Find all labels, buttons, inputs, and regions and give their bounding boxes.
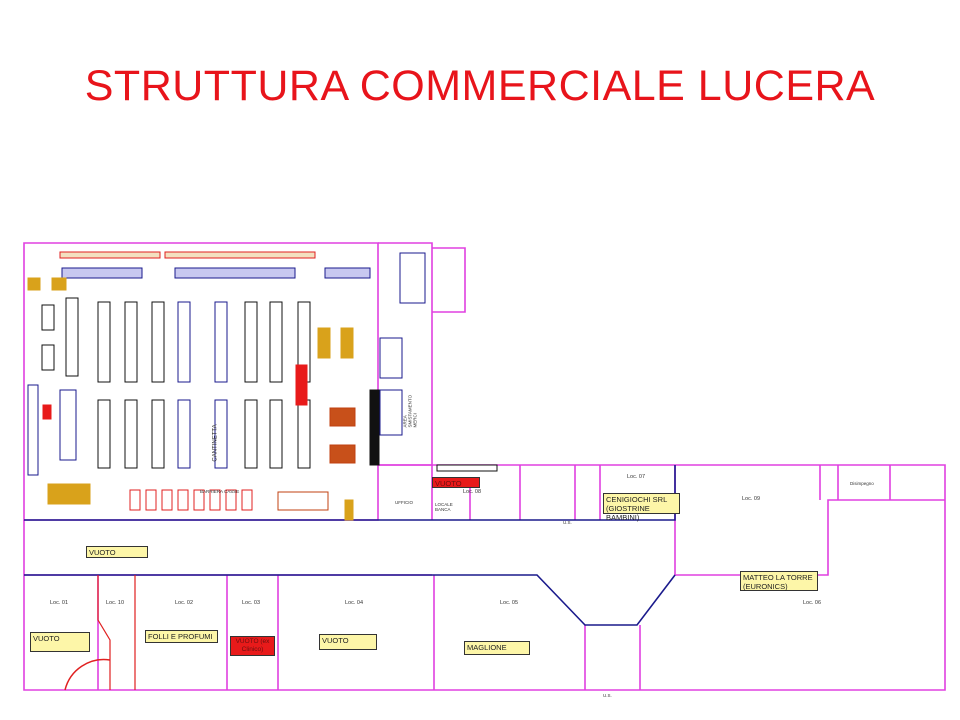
shelf <box>269 301 283 383</box>
unit-label: Loc. 05 <box>500 600 519 606</box>
shelf <box>164 251 316 259</box>
shelf <box>324 267 371 279</box>
shelf <box>436 464 498 472</box>
shelf <box>27 384 39 476</box>
unit-label: Loc. 09 <box>742 496 761 502</box>
goods-area-label: AREA SMISTAMENTO MERCI <box>402 394 418 428</box>
unit-label: Loc. 02 <box>175 600 194 606</box>
shelf <box>151 399 165 469</box>
tenant-label-loc02: FOLLI E PROFUMI <box>145 630 218 643</box>
page-title: STRUTTURA COMMERCIALE LUCERA <box>84 62 876 110</box>
shelf-red <box>295 364 308 406</box>
shelf <box>59 389 77 461</box>
aisle-label: CANTINETTA <box>212 424 219 462</box>
shelf <box>124 301 138 383</box>
shelf <box>177 301 191 383</box>
shelf <box>214 399 228 469</box>
shelf <box>97 301 111 383</box>
shelf <box>97 399 111 469</box>
shelf <box>297 399 311 469</box>
shelf <box>124 399 138 469</box>
counter <box>277 491 329 511</box>
staircase <box>64 658 111 691</box>
tenant-label-loc06: MATTEO LA TORRE (EURONICS) <box>740 571 818 591</box>
shelf-dark <box>369 389 380 466</box>
room <box>379 389 403 436</box>
shelf-counter <box>329 444 356 464</box>
shelf <box>61 267 143 279</box>
checkout <box>129 489 141 511</box>
room <box>399 252 426 304</box>
shelf <box>41 304 55 331</box>
shelf-gold <box>27 277 41 291</box>
checkout <box>241 489 253 511</box>
bank-label: LOCALE BANCA <box>435 502 453 512</box>
checkout-label: BARRIERA CASSE <box>200 489 240 494</box>
exit-label: U.S. <box>603 693 612 698</box>
checkout <box>209 489 221 511</box>
shelf-gold <box>317 327 331 359</box>
room <box>379 337 403 379</box>
unit-label: Loc. 07 <box>627 474 646 480</box>
supermarket-outline <box>23 242 379 521</box>
loc10-walls <box>97 575 136 690</box>
office-label: UFFICIO <box>395 500 413 505</box>
shelf-red <box>42 404 52 420</box>
shelf <box>177 399 191 469</box>
unit-label: Loc. 04 <box>345 600 364 606</box>
shelf <box>244 399 258 469</box>
annex-box <box>432 247 466 313</box>
shelf <box>41 344 55 371</box>
shelf-gold <box>51 277 67 291</box>
exit-label: U.S. <box>563 520 572 525</box>
tenant-label-loc08: VUOTO <box>432 477 480 488</box>
unit-label: Loc. 10 <box>106 600 125 606</box>
unit-label: Loc. 08 <box>463 489 482 495</box>
checkout <box>161 489 173 511</box>
shelf-gold <box>47 483 91 505</box>
shelf <box>174 267 296 279</box>
shelf-counter <box>329 407 356 427</box>
unit-label: Loc. 06 <box>803 600 822 606</box>
unit-label: Loc. 01 <box>50 600 69 606</box>
tenant-label-loc04: VUOTO <box>319 634 377 650</box>
checkout <box>177 489 189 511</box>
unit-label: Loc. 03 <box>242 600 261 606</box>
shelf-gold <box>340 327 354 359</box>
walls <box>23 242 946 691</box>
shops-strip <box>23 464 946 691</box>
checkout <box>145 489 157 511</box>
tenant-label-loc07: CENIGIOCHI SRL (GIOSTRINE BAMBINI) <box>603 493 680 522</box>
shelf <box>65 297 79 377</box>
disimpegno-label: Disimpegno <box>850 481 874 486</box>
shelf <box>214 301 228 383</box>
corridor-line <box>24 465 676 626</box>
shelf <box>244 301 258 383</box>
shelving <box>27 251 498 521</box>
checkout <box>225 489 237 511</box>
tenant-label-loc01: VUOTO <box>30 632 90 652</box>
shelf <box>59 251 161 259</box>
tenant-label-loc03: VUOTO (ex Clinico) <box>230 636 275 656</box>
shelf-gold <box>344 499 354 521</box>
loc09-outline <box>674 465 945 576</box>
shelf <box>151 301 165 383</box>
shelf <box>269 399 283 469</box>
checkout <box>193 489 205 511</box>
tenant-label-corridor: VUOTO <box>86 546 148 558</box>
tenant-label-loc05: MAGLIONE <box>464 641 530 655</box>
